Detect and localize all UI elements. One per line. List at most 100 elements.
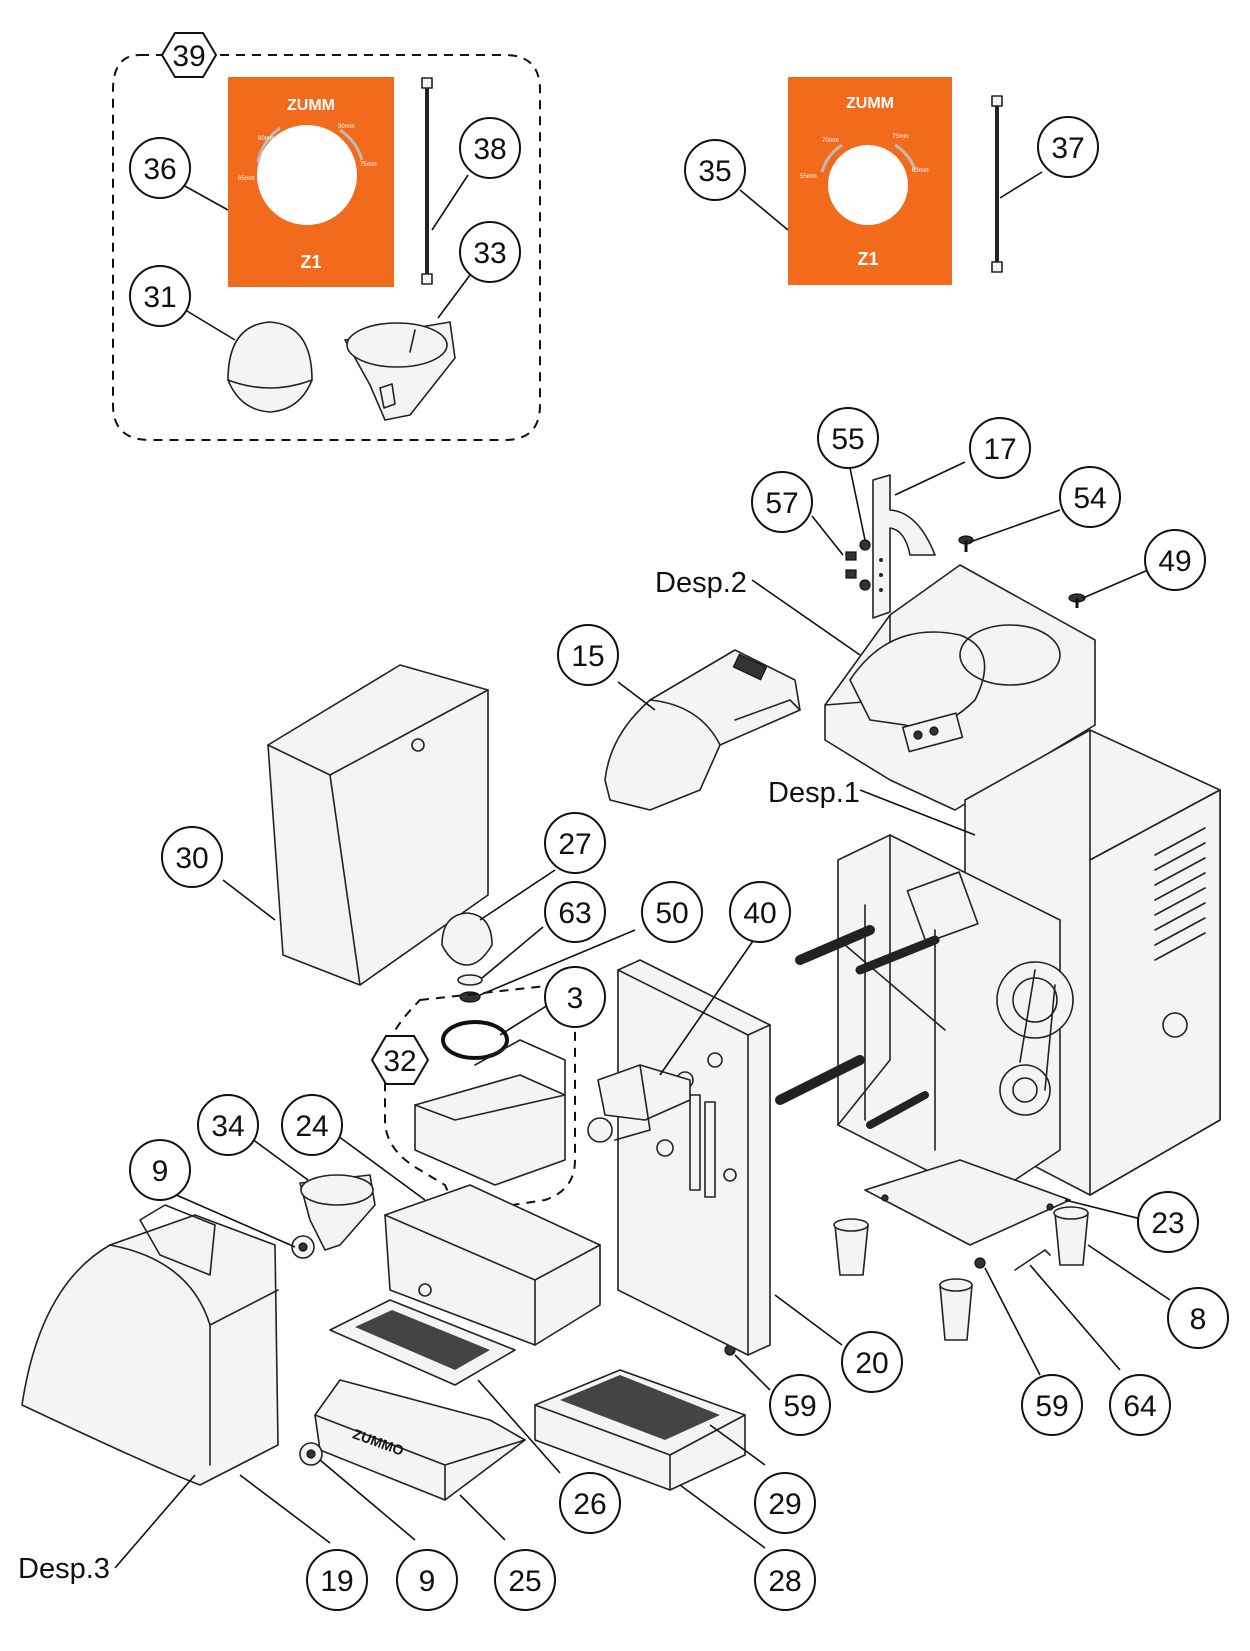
svg-text:20: 20 (855, 1347, 888, 1380)
svg-text:54: 54 (1073, 482, 1106, 515)
svg-text:28: 28 (768, 1565, 801, 1598)
callout-28: 28 (754, 1549, 816, 1611)
callouts: 39 36 38 33 31 35 37 55 17 57 54 49 15 3… (129, 32, 1229, 1611)
bracket-40-part (587, 1064, 691, 1143)
callout-36: 36 (129, 137, 191, 199)
screw-54-part (958, 535, 974, 552)
svg-text:55: 55 (831, 423, 864, 456)
sticker-36-size-3: 75mm (360, 162, 377, 168)
sticker-35-size-3: 63mm (912, 168, 929, 174)
svg-text:26: 26 (573, 1488, 606, 1521)
feet-8-parts (833, 1206, 1089, 1341)
sticker-36-size-1: 90mm (338, 124, 355, 130)
svg-text:34: 34 (211, 1110, 244, 1143)
sticker-36-brand: ZUMM (287, 97, 335, 114)
sticker-36-part: ZUMM 80mm 90mm 65mm 75mm Z1 (228, 77, 394, 287)
svg-text:37: 37 (1051, 132, 1084, 165)
screws-55-57-parts (845, 539, 871, 591)
svg-text:40: 40 (743, 897, 776, 930)
callout-23: 23 (1137, 1191, 1199, 1253)
kit-39-group-outline (112, 54, 541, 441)
svg-text:29: 29 (768, 1488, 801, 1521)
tray-24-part (384, 1184, 601, 1346)
sticker-35-size-1: 75mm (892, 134, 909, 140)
sticker-36-model: Z1 (300, 252, 321, 272)
svg-text:15: 15 (571, 640, 604, 673)
wheel-9-b-part (299, 1442, 323, 1466)
callout-20: 20 (841, 1331, 903, 1393)
svg-text:23: 23 (1151, 1207, 1184, 1240)
svg-text:25: 25 (508, 1565, 541, 1598)
sticker-35-size-2: 55mm (800, 174, 817, 180)
grid-26-part (329, 1299, 516, 1386)
sticker-35-brand: ZUMM (846, 95, 894, 112)
label-desp3: Desp.3 (18, 1553, 110, 1585)
callout-29: 29 (754, 1472, 816, 1534)
callout-30: 30 (161, 826, 223, 888)
bracket-17-part (872, 474, 936, 619)
sticker-35-part: ZUMM 70mm 75mm 55mm 63mm Z1 (788, 77, 952, 285)
svg-text:38: 38 (473, 133, 506, 166)
callout-63: 63 (544, 881, 606, 943)
callout-24: 24 (281, 1094, 343, 1156)
callout-34: 34 (197, 1094, 259, 1156)
callout-27: 27 (544, 812, 606, 874)
cover-15-part (604, 649, 801, 811)
label-desp1: Desp.1 (768, 777, 860, 809)
svg-text:39: 39 (172, 40, 205, 73)
callout-26: 26 (559, 1472, 621, 1534)
callout-64: 64 (1109, 1374, 1171, 1436)
callout-25: 25 (494, 1549, 556, 1611)
callout-8: 8 (1167, 1287, 1229, 1349)
svg-text:9: 9 (419, 1565, 436, 1598)
sticker-36-size-2: 65mm (238, 176, 255, 182)
svg-text:27: 27 (558, 828, 591, 861)
juicer-mechanism (775, 834, 1074, 1201)
callout-39: 39 (160, 32, 218, 78)
callout-17: 17 (969, 417, 1031, 479)
grid-29-part (560, 1375, 720, 1440)
svg-text:50: 50 (655, 897, 688, 930)
washer-63-part (457, 974, 483, 986)
callout-57: 57 (751, 471, 813, 533)
callout-35: 35 (684, 139, 746, 201)
screw-49-part (1068, 593, 1086, 608)
svg-text:3: 3 (567, 982, 584, 1015)
svg-text:36: 36 (143, 153, 176, 186)
top-assembly-desp2 (824, 564, 1096, 811)
callout-33: 33 (459, 221, 521, 283)
svg-text:31: 31 (143, 281, 176, 314)
svg-text:8: 8 (1190, 1303, 1207, 1336)
callout-55: 55 (817, 407, 879, 469)
callout-31: 31 (129, 265, 191, 327)
base-plate-23-part (864, 1159, 1071, 1246)
wheel-9-a-part (291, 1235, 315, 1259)
strap-38-part (421, 77, 433, 285)
strap-37-part (991, 95, 1003, 273)
holder-32-part (414, 1039, 566, 1186)
svg-text:30: 30 (175, 842, 208, 875)
callout-59-a: 59 (769, 1374, 831, 1436)
tank-30-part (267, 664, 489, 986)
panel-20-part (617, 959, 771, 1356)
svg-text:64: 64 (1123, 1390, 1156, 1423)
callout-50: 50 (641, 881, 703, 943)
callout-9-b: 9 (396, 1549, 458, 1611)
cup-33-part (344, 321, 456, 421)
callout-54: 54 (1059, 466, 1121, 528)
svg-text:59: 59 (783, 1390, 816, 1423)
cup-34-part (299, 1174, 376, 1251)
callout-32: 32 (370, 1035, 430, 1085)
svg-text:32: 32 (383, 1045, 416, 1078)
callout-40: 40 (729, 881, 791, 943)
screw-59-b-part (974, 1257, 986, 1269)
dome-31-part (227, 321, 313, 413)
sticker-35-size-0: 70mm (822, 138, 839, 144)
housing-vent-grille (1154, 827, 1206, 961)
callout-38: 38 (459, 117, 521, 179)
label-desp2: Desp.2 (655, 567, 747, 599)
svg-text:57: 57 (765, 487, 798, 520)
callout-49: 49 (1144, 529, 1206, 591)
svg-text:49: 49 (1158, 545, 1191, 578)
